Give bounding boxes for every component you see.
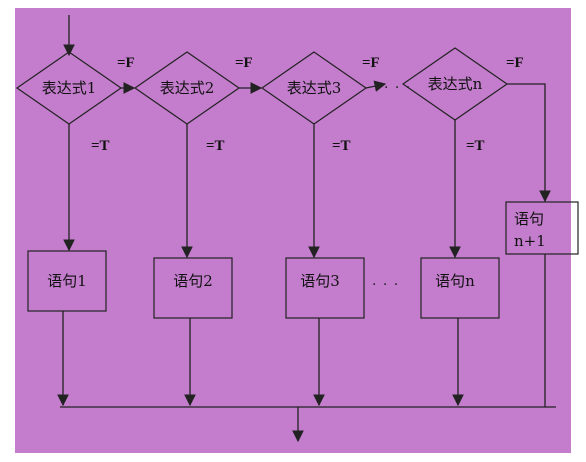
false-label-1: =F xyxy=(117,55,135,71)
diagram-background xyxy=(15,8,571,453)
condition-ellipsis: · · · xyxy=(384,80,411,96)
statement-label-3: 语句3 xyxy=(300,272,340,290)
false-label-n: =F xyxy=(506,55,524,71)
default-statement-line1: 语句 xyxy=(514,210,544,228)
statement-box-n xyxy=(420,257,500,319)
statement-label-n: 语句n xyxy=(435,272,475,290)
true-label-1: =T xyxy=(91,138,110,154)
condition-label-n: 表达式n xyxy=(428,75,483,93)
false-arrow-n-default xyxy=(507,83,551,203)
statement-ellipsis: · · · xyxy=(372,277,399,293)
default-statement-line2: n+1 xyxy=(514,232,546,250)
false-label-2: =F xyxy=(235,55,253,71)
true-label-3: =T xyxy=(332,138,351,154)
statement-box-3 xyxy=(285,257,365,319)
condition-label-3: 表达式3 xyxy=(287,79,342,97)
condition-label-1: 表达式1 xyxy=(42,79,97,97)
statement-box-2 xyxy=(153,257,233,319)
false-label-3: =F xyxy=(362,55,380,71)
default-statement-box xyxy=(505,201,579,255)
condition-label-2: 表达式2 xyxy=(160,79,215,97)
statement-label-2: 语句2 xyxy=(173,272,213,290)
statement-box-1 xyxy=(27,250,107,312)
true-label-n: =T xyxy=(466,138,485,154)
statement-label-1: 语句1 xyxy=(47,272,87,290)
true-label-2: =T xyxy=(206,138,225,154)
false-arrow-3-next xyxy=(365,80,387,92)
